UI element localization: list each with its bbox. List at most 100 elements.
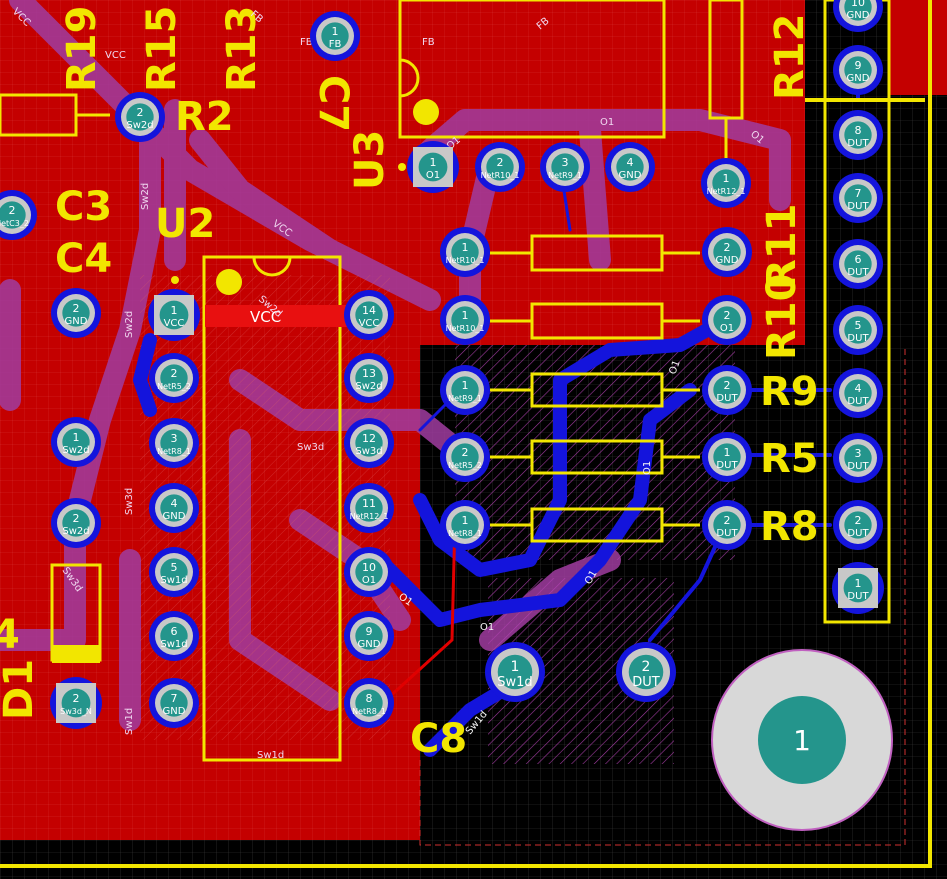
pad-fb-top[interactable]: 1FB — [310, 11, 360, 61]
pad-net-name: DUT — [632, 675, 660, 690]
vcc-trace-label: VCC — [250, 308, 281, 326]
pad-number: 1 — [462, 379, 469, 392]
keepout-line — [419, 345, 906, 846]
copper-strip-right — [890, 0, 947, 95]
pad-number: 1 — [511, 659, 520, 675]
pad-number: 2 — [73, 512, 80, 525]
pad-number: 1 — [462, 309, 469, 322]
pad-number: 3 — [562, 156, 569, 169]
net-label-sw2d-2: Sw2d — [124, 311, 135, 338]
pad-net-name: GND — [163, 706, 186, 717]
pad-number: 12 — [362, 432, 376, 445]
pad-number: 6 — [855, 253, 862, 266]
pad-number: 4 — [171, 497, 178, 510]
pad-number: 2 — [642, 659, 651, 675]
u2-pin1-marker — [171, 276, 179, 284]
pad-net-name: Sw2d — [62, 445, 89, 456]
pad-number: 4 — [627, 156, 634, 169]
pad-net-name: NetR9_1 — [448, 394, 482, 403]
pad-net-name: DUT — [716, 528, 738, 539]
pad-net-name: NetR10_1 — [481, 171, 520, 180]
pad-net-name: DUT — [847, 528, 869, 539]
pad-net-name: NetR8_1 — [448, 529, 482, 538]
pad-number: 2 — [137, 106, 144, 119]
pad-net-name: NetR12_1 — [350, 512, 389, 521]
pad-net-name: GND — [163, 511, 186, 522]
ref-r19: R19 — [59, 6, 105, 92]
pad-net-name: Sw3d_N — [60, 707, 92, 716]
pad-net-name: DUT — [847, 396, 869, 407]
pad-net-name: DUT — [716, 393, 738, 404]
ref-u3: U3 — [347, 130, 393, 190]
pad-net-name: Sw2d — [355, 381, 382, 392]
pad-net-name: Sw2d — [62, 526, 89, 537]
pad-r11r[interactable]: 2O1 — [702, 295, 752, 345]
pad-u3-1[interactable]: 1O1 — [407, 141, 459, 193]
pad-number: 2 — [171, 367, 178, 380]
pad-number: 9 — [366, 625, 373, 638]
ref-4: 4 — [0, 612, 20, 658]
pad-net-name: NetC3_2 — [0, 219, 29, 228]
mounting-hole[interactable]: 1 — [711, 649, 893, 831]
pad-number: 7 — [171, 692, 178, 705]
pad-c3-2[interactable]: 2NetC3_2 — [0, 190, 37, 240]
d1-cathode-bar — [52, 645, 100, 663]
pad-number: 2 — [462, 446, 469, 459]
pad-number: 4 — [855, 382, 862, 395]
pad-number: 6 — [171, 625, 178, 638]
net-label-fb-1: FB — [300, 37, 313, 48]
pad-number: 2 — [855, 514, 862, 527]
net-label-sw1d-2: Sw1d — [257, 750, 284, 761]
pad-number: 5 — [171, 561, 178, 574]
pad-number: 1 — [430, 156, 437, 169]
pad-net-name: GND — [716, 255, 739, 266]
pad-net-name: DUT — [847, 201, 869, 212]
net-label-fb-2: FB — [422, 37, 435, 48]
